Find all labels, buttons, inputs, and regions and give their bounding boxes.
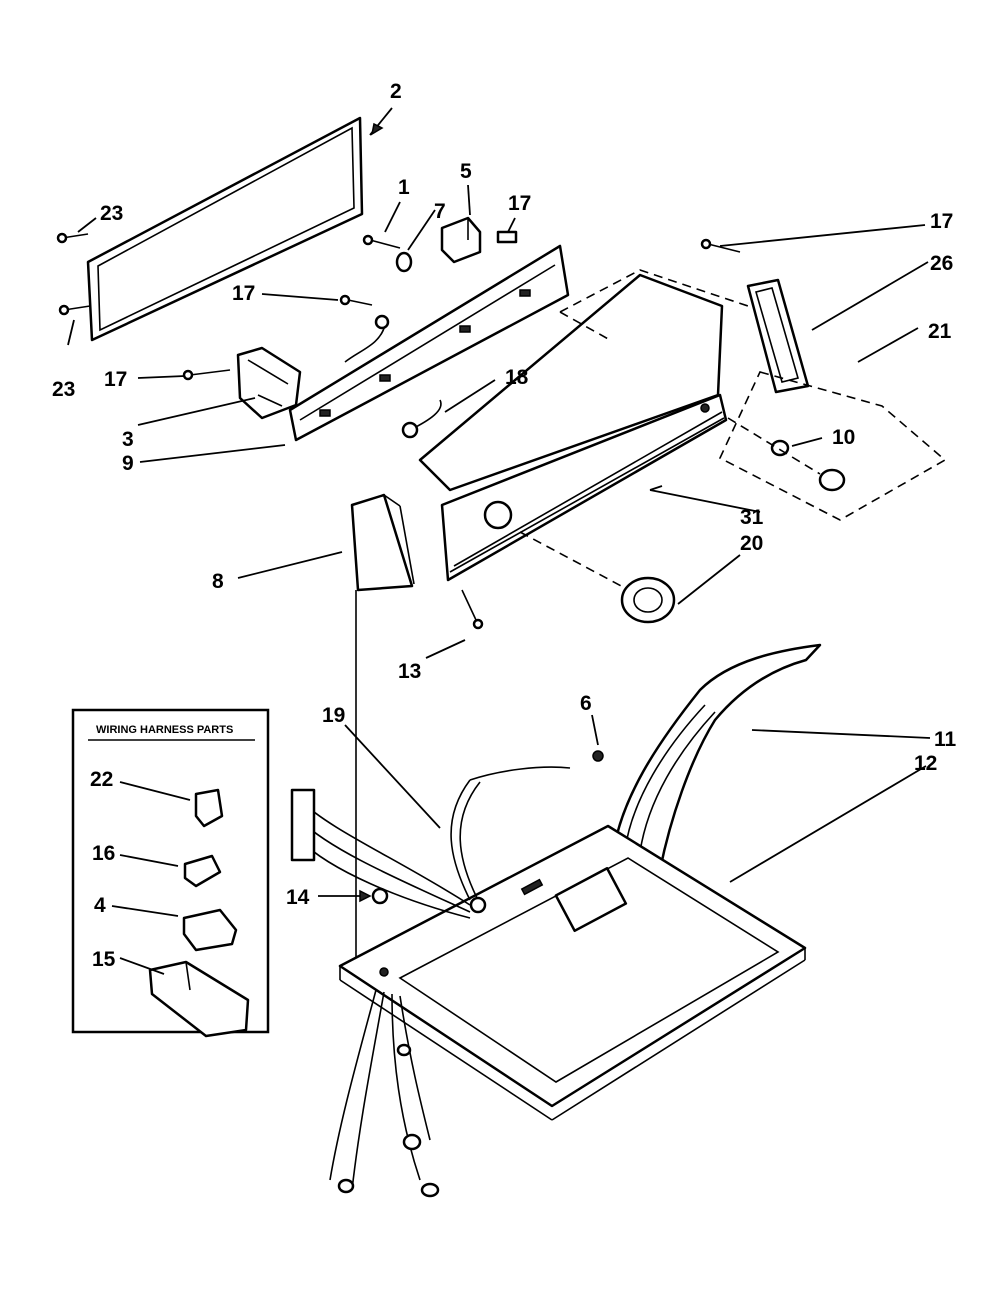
- callout-31: 31: [740, 506, 764, 529]
- part-switch-3: [137, 346, 302, 426]
- callout-21: 21: [928, 320, 952, 343]
- part-harness-18: [344, 314, 496, 439]
- part-terminal-block-5: [440, 184, 482, 264]
- callout-17-d: 17: [104, 368, 127, 391]
- harness-box-title: WIRING HARNESS PARTS: [96, 724, 233, 736]
- part-grommet-14: [318, 887, 389, 905]
- callout-22: 22: [90, 768, 113, 791]
- callout-13: 13: [398, 660, 421, 683]
- part-screw-1: [362, 201, 401, 249]
- part-end-cap-26: [746, 261, 929, 394]
- callout-17-b: 17: [930, 210, 953, 233]
- callout-7: 7: [434, 200, 446, 223]
- callout-17-c: 17: [232, 282, 255, 305]
- callout-11: 11: [934, 728, 957, 751]
- part-clip-6: [591, 714, 604, 762]
- callout-23-bottom: 23: [52, 378, 75, 401]
- part-harness-19: [290, 724, 571, 1198]
- part-knob-20: [519, 531, 741, 624]
- part-screws-17: [137, 217, 926, 381]
- part-screws-23: [56, 217, 97, 346]
- part-back-panel: [86, 107, 393, 342]
- harness-parts-box: [71, 708, 270, 1038]
- part-side-cover-8: [237, 493, 415, 960]
- callout-18: 18: [505, 366, 529, 389]
- callout-2: 2: [390, 80, 402, 103]
- callout-17-a: 17: [508, 192, 531, 215]
- part-harness-11: [610, 643, 931, 872]
- callout-14: 14: [286, 886, 310, 909]
- callout-8: 8: [212, 570, 224, 593]
- callout-1: 1: [398, 176, 410, 199]
- callout-4: 4: [94, 894, 106, 917]
- callout-3: 3: [122, 428, 134, 451]
- part-bracket-9: [139, 244, 570, 463]
- callout-12: 12: [914, 752, 937, 775]
- callout-20: 20: [740, 532, 763, 555]
- callout-19: 19: [322, 704, 345, 727]
- part-console-31: [418, 269, 761, 582]
- callout-15: 15: [92, 948, 116, 971]
- callout-10: 10: [832, 426, 855, 449]
- callout-23-top: 23: [100, 202, 123, 225]
- callout-6: 6: [580, 692, 592, 715]
- part-washer-7: [395, 209, 436, 273]
- part-top-12: [338, 765, 927, 1121]
- callout-26: 26: [930, 252, 953, 275]
- callout-9: 9: [122, 452, 134, 475]
- callout-5: 5: [460, 160, 472, 183]
- callout-16: 16: [92, 842, 115, 865]
- callout-labels: 2 23 23 1 7 5 17 17 17 17 26 21 3 9 18 1…: [52, 80, 957, 971]
- part-screw-13: [425, 589, 484, 659]
- part-group-21: [718, 327, 947, 521]
